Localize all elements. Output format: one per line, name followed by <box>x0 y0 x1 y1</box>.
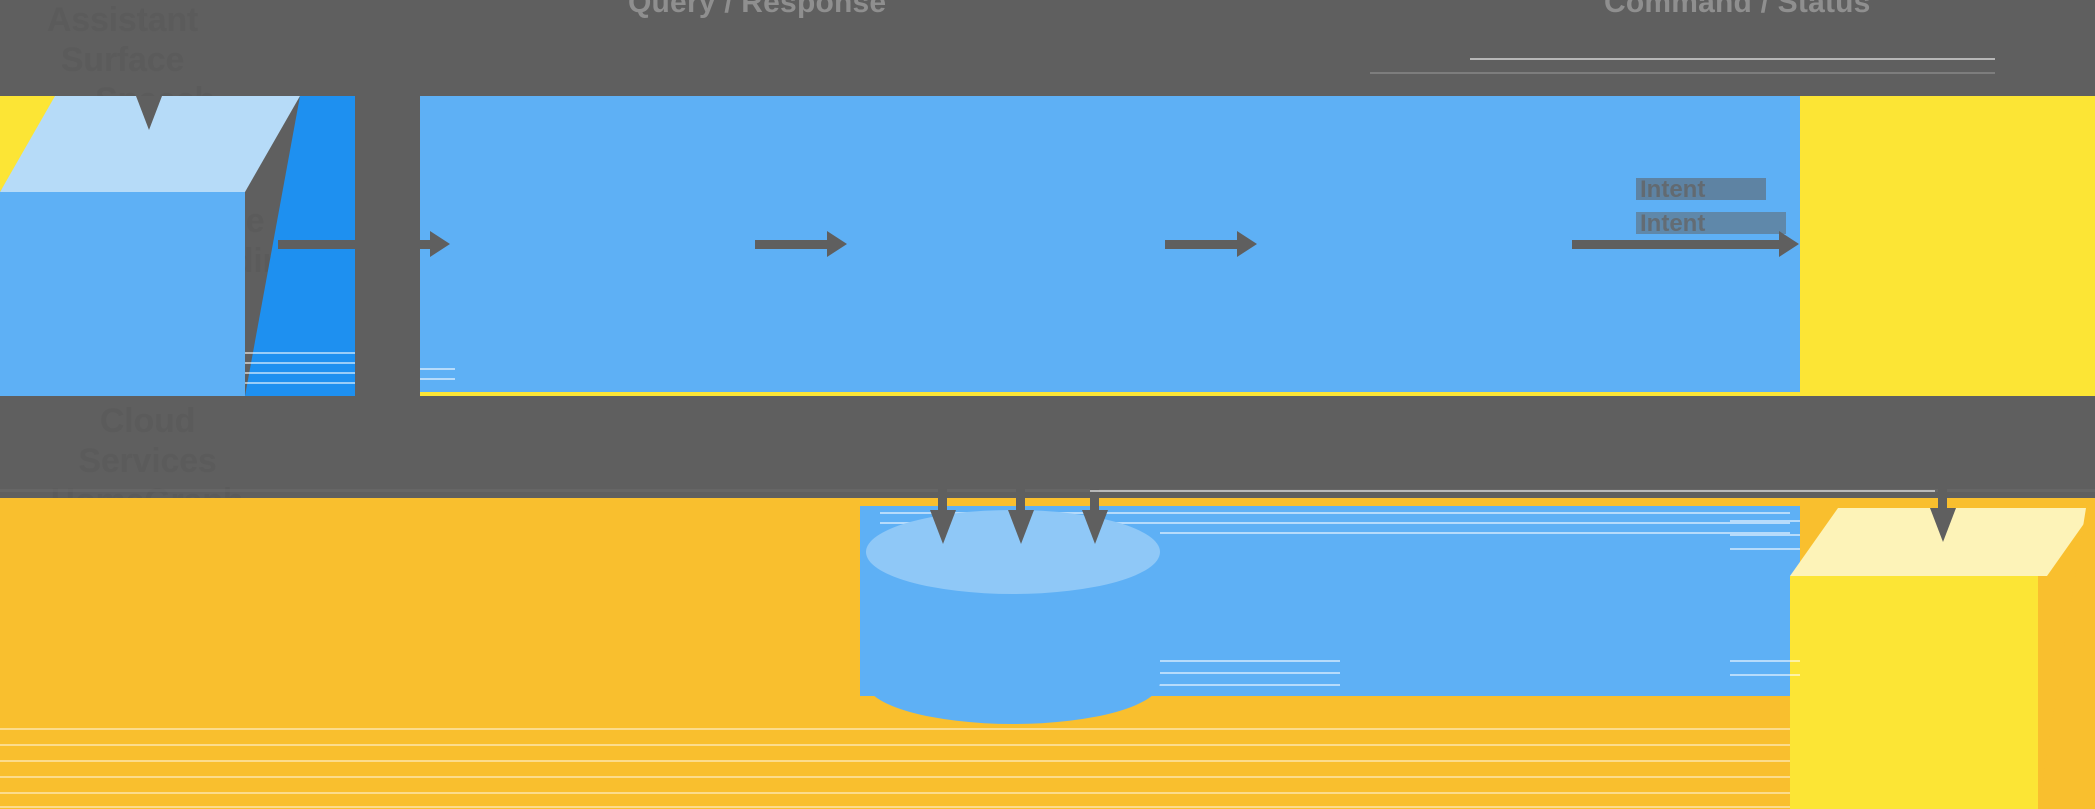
arrow-into-homegraph-2-head <box>1008 510 1034 544</box>
iot-device-cube-front <box>1790 576 2038 809</box>
arrow-into-iot-device <box>1930 508 1956 542</box>
homegraph-connector-hairline <box>1090 490 1935 492</box>
edge-label-shade-1 <box>1636 178 1766 200</box>
iot-left-hairline-5 <box>1730 674 1800 676</box>
arrow-smarthome-to-partner <box>1572 231 1799 257</box>
orange-hairline-1 <box>0 728 1790 730</box>
arrow-into-homegraph-1-head <box>930 510 956 544</box>
iot-left-hairline-4 <box>1730 660 1800 662</box>
orange-hairline-3 <box>0 760 1790 762</box>
orange-hairline-2 <box>0 744 1790 746</box>
header-caption-command-status: Command / Status <box>1604 0 1871 19</box>
arrow-into-assistant-surface <box>136 96 162 130</box>
pipeline-hairline-f <box>420 378 455 380</box>
partner-cloud-panel <box>1800 96 2095 396</box>
blue-band-hairline-3 <box>880 532 1790 534</box>
arrow-speech-to-nlu <box>755 231 847 257</box>
blue-band-hairline-1 <box>880 512 1790 514</box>
pipeline-hairline-c <box>245 372 355 374</box>
pipeline-hairline-e <box>420 368 455 370</box>
header-caption-query-response: Query / Response <box>628 0 887 19</box>
iot-left-hairline-3 <box>1730 548 1800 550</box>
assistant-surface-cube-front <box>0 192 245 396</box>
blue-band-hairline-2 <box>880 522 1790 524</box>
homegraph-cylinder-bottom <box>866 640 1160 724</box>
arrow-into-homegraph-3-stem <box>1090 472 1099 514</box>
arrow-assistant-to-speech <box>278 231 450 257</box>
pipeline-hairline-d <box>245 382 355 384</box>
pipeline-bottom-yellow-rule <box>420 392 1800 396</box>
orange-hairline-4 <box>0 776 1790 778</box>
edge-label-shade-2 <box>1636 212 1786 234</box>
pipeline-hairline-b <box>245 362 355 364</box>
gray-band-rule <box>0 489 2095 492</box>
orange-hairline-5 <box>0 792 1790 794</box>
homegraph-to-device-line <box>1080 482 1935 488</box>
arrow-into-iot-device-stem <box>1938 478 1947 510</box>
arrow-into-homegraph-1-stem <box>938 472 947 514</box>
arrow-into-homegraph-2-stem <box>1016 472 1025 514</box>
arrow-into-homegraph-3-head <box>1082 510 1108 544</box>
orange-hairline-6 <box>0 806 1790 808</box>
header-hairline-2 <box>1370 72 1995 74</box>
assistant-surface-label: Assistant Surface <box>46 1 199 80</box>
header-hairline-1 <box>1470 58 1995 60</box>
iot-left-hairline-2 <box>1730 534 1800 536</box>
pipeline-hairline-a <box>245 352 355 354</box>
arrow-nlu-to-smarthome <box>1165 231 1257 257</box>
iot-left-hairline-1 <box>1730 520 1800 522</box>
